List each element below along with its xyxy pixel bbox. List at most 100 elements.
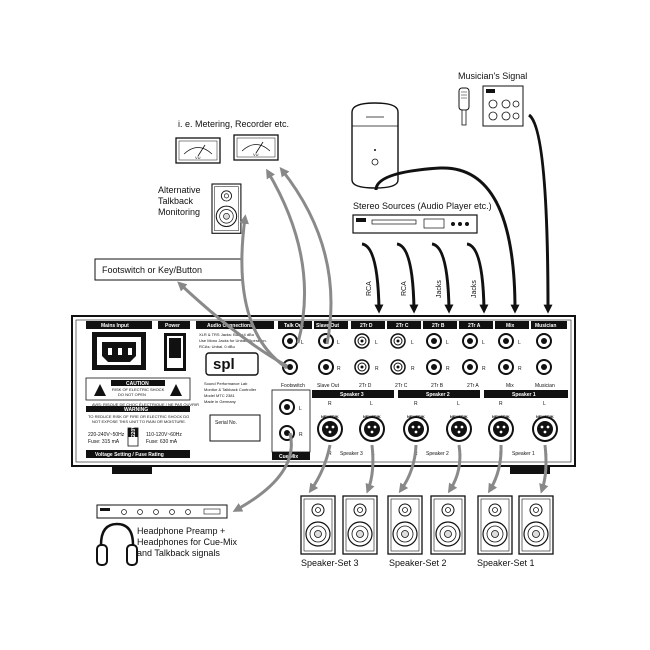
jack-mix-r[interactable] — [498, 359, 514, 375]
headphone-label-line1: Headphone Preamp + — [137, 526, 225, 536]
neutrik-label: NEUTRIK — [536, 414, 554, 419]
maker-info: Model MTC 2381 — [204, 393, 235, 398]
channel-label: R — [299, 432, 303, 438]
port-label: 2Tr D — [359, 383, 372, 389]
cable-label-rca: RCA — [401, 281, 408, 296]
cue-mix-l-jack[interactable] — [279, 399, 295, 415]
rca-2tr-c-l[interactable] — [390, 333, 406, 349]
speaker-1-header — [484, 390, 568, 398]
svg-text:NOT EXPOSE THIS UNIT TO RAIN O: NOT EXPOSE THIS UNIT TO RAIN OR MOISTURE… — [92, 419, 186, 424]
speaker-1-bottom-label: Speaker 1 — [512, 451, 535, 457]
warning-block: WARNING TO REDUCE RISK OF FIRE OR ELECTR… — [86, 406, 190, 424]
jack-2tr-a-l[interactable] — [462, 333, 478, 349]
arrow-talk-out-metering — [266, 168, 307, 344]
caution-block: CAUTION RISK OF ELECTRIC SHOCK DO NOT OP… — [85, 377, 199, 407]
channel-label: R — [482, 366, 486, 372]
svg-text:DO NOT OPEN: DO NOT OPEN — [118, 392, 146, 397]
jack-2tr-a-r[interactable] — [462, 359, 478, 375]
mains-input-title: Mains Input — [101, 323, 129, 329]
neutrik-label: NEUTRIK — [492, 414, 510, 419]
channel-label: R — [446, 366, 450, 372]
speaker-2-bottom-label: Speaker 2 — [426, 451, 449, 457]
microphone-icon — [458, 87, 470, 126]
arrow-speaker-1-l — [539, 444, 549, 494]
arrow-speaker-3-r — [308, 444, 332, 494]
svg-text:AVIS: RISQUE DE CHOC ÉLECTRIQU: AVIS: RISQUE DE CHOC ÉLECTRIQUE / NE PAS… — [92, 402, 199, 407]
vu-label: VU — [195, 155, 201, 160]
audio-conn-note: Use Mono Jacks for Unbal. Operation. — [199, 338, 267, 343]
rca-2tr-d-l[interactable] — [354, 333, 370, 349]
svg-text:2Tr C: 2Tr C — [396, 323, 409, 329]
rca-2tr-c-r[interactable] — [390, 359, 406, 375]
speaker-2-header — [398, 390, 480, 398]
channel-label: L — [411, 340, 414, 346]
cable-jack-b — [431, 242, 454, 314]
talk-out-l-jack[interactable] — [282, 333, 298, 349]
footswitch-port-label: Footswitch — [281, 383, 305, 389]
slave-out-r-jack[interactable] — [318, 359, 334, 375]
jack-2tr-b-l[interactable] — [426, 333, 442, 349]
svg-text:Mix: Mix — [506, 323, 515, 329]
musician-signal-label: Musician's Signal — [458, 71, 527, 81]
power-header — [158, 321, 190, 329]
svg-text:RISK OF ELECTRIC SHOCK: RISK OF ELECTRIC SHOCK — [112, 387, 165, 392]
svg-text:WARNING: WARNING — [124, 407, 148, 413]
channel-label: R — [411, 366, 415, 372]
arrow-footswitch — [177, 281, 288, 368]
xlr-speaker-2-r[interactable] — [403, 416, 429, 442]
speaker-set-1-right-icon — [477, 495, 513, 555]
svg-text:Fuse: 630 mA: Fuse: 630 mA — [146, 439, 178, 445]
cable-jack-a — [466, 242, 489, 314]
channel-label: R — [328, 451, 332, 457]
metering-label: i. e. Metering, Recorder etc. — [178, 119, 289, 129]
port-label: 2Tr B — [431, 383, 444, 389]
slave-out-l-jack[interactable] — [318, 333, 334, 349]
xlr-speaker-3-r[interactable] — [317, 416, 343, 442]
neutrik-label: NEUTRIK — [450, 414, 468, 419]
channel-label: L — [518, 340, 521, 346]
svg-text:Musician: Musician — [535, 323, 556, 329]
voltage-block: 220-240V~50Hz Fuse: 315 mA 220V 110-120V… — [86, 425, 190, 458]
channel-label: R — [414, 401, 418, 407]
svg-text:CAUTION: CAUTION — [126, 381, 149, 387]
cable-label-rca: RCA — [366, 281, 373, 296]
port-label: Mix — [506, 383, 514, 389]
xlr-speaker-1-r[interactable] — [488, 416, 514, 442]
jack-musician-l[interactable] — [536, 333, 552, 349]
speaker-set-2-left-icon — [430, 495, 466, 555]
jack-musician-r[interactable] — [536, 359, 552, 375]
arrow-speaker-2-l — [447, 444, 462, 494]
talkback-label-line2: Talkback — [158, 196, 194, 206]
audio-connections-header — [196, 321, 274, 329]
cd-player-icon — [352, 214, 478, 234]
jack-mix-l[interactable] — [498, 333, 514, 349]
xlr-speaker-2-l[interactable] — [446, 416, 472, 442]
power-title: Power — [165, 323, 180, 329]
xlr-speaker-1-l[interactable] — [532, 416, 558, 442]
channel-label: L — [543, 401, 546, 407]
jack-2tr-b-r[interactable] — [426, 359, 442, 375]
speaker-1-title: Speaker 1 — [512, 392, 536, 398]
serial-label: Serial No. — [215, 420, 237, 426]
svg-text:spl: spl — [213, 356, 235, 373]
arrow-slave-out-metering — [279, 166, 333, 345]
speaker-set-1-label: Speaker-Set 1 — [477, 558, 535, 568]
channel-label: R — [337, 366, 341, 372]
arrow-speaker-3-l — [365, 444, 375, 494]
speaker-2-title: Speaker 2 — [426, 392, 450, 398]
maker-info: Monitor & Talkback Controller — [204, 387, 257, 392]
svg-text:2Tr B: 2Tr B — [432, 323, 445, 329]
rca-2tr-d-r[interactable] — [354, 359, 370, 375]
xlr-speaker-3-l[interactable] — [359, 416, 385, 442]
channel-label: R — [328, 401, 332, 407]
cue-mix-r-jack[interactable] — [279, 425, 295, 441]
power-switch[interactable] — [164, 333, 186, 371]
channel-label: L — [457, 401, 460, 407]
arrow-speaker-2-r — [398, 444, 418, 494]
cable-label-jacks: Jacks — [471, 280, 478, 298]
port-label: Musician — [535, 383, 555, 389]
headphones-icon — [96, 522, 138, 566]
stagebox-icon — [482, 85, 524, 127]
svg-text:220V: 220V — [131, 425, 137, 437]
